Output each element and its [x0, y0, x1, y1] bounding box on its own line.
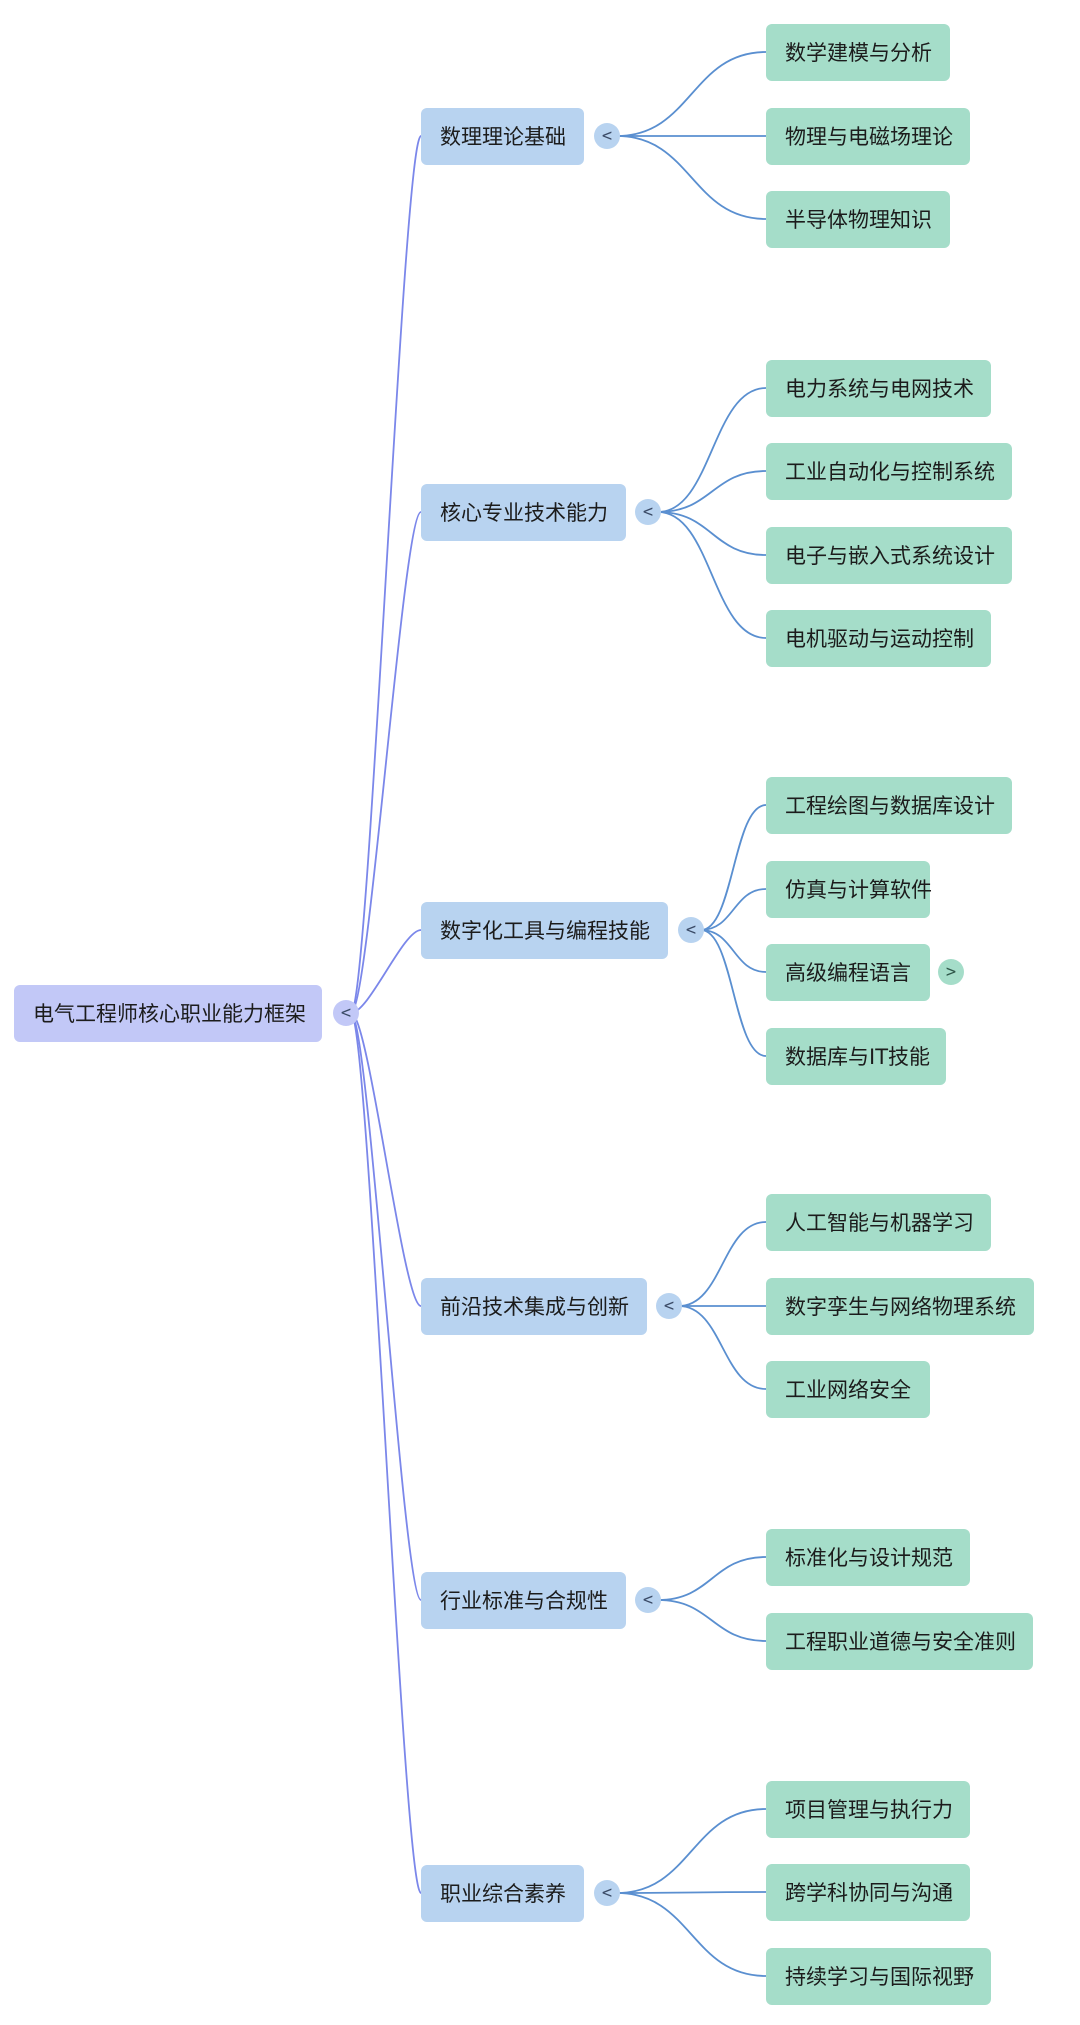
root-link-4 — [350, 1012, 422, 1307]
branch-1-leaf-2[interactable]: 物理与电磁场理论 — [766, 107, 970, 165]
branch-4-leaf-1[interactable]: 人工智能与机器学习 — [766, 1193, 991, 1251]
branch-2-leaf-4[interactable]: 电机驱动与运动控制 — [766, 609, 991, 667]
branch-collapse-toggle-6[interactable]: < — [594, 1880, 620, 1906]
branch-4-link-3 — [678, 1305, 767, 1390]
branch-5-leaf-2-label: 工程职业道德与安全准则 — [785, 1630, 1016, 1654]
branch-node-1[interactable]: 数理理论基础 — [421, 107, 584, 165]
branch-1-leaf-2-label: 物理与电磁场理论 — [785, 125, 953, 149]
root-collapse-toggle[interactable]: < — [333, 1000, 359, 1026]
branch-6-leaf-1[interactable]: 项目管理与执行力 — [766, 1780, 970, 1838]
branch-1-leaf-1[interactable]: 数学建模与分析 — [766, 23, 950, 81]
branch-4-leaf-2[interactable]: 数字孪生与网络物理系统 — [766, 1277, 1034, 1335]
branch-6-leaf-2[interactable]: 跨学科协同与沟通 — [766, 1863, 970, 1921]
branch-5-link-1 — [657, 1556, 767, 1601]
branch-2-leaf-3-label: 电子与嵌入式系统设计 — [785, 544, 995, 568]
branch-6-link-2 — [616, 1891, 767, 1894]
branch-collapse-toggle-3[interactable]: < — [678, 917, 704, 943]
branch-3-leaf-3[interactable]: 高级编程语言 — [766, 943, 930, 1001]
branch-3-leaf-3-expand-toggle[interactable]: > — [938, 959, 964, 985]
branch-3-leaf-1-label: 工程绘图与数据库设计 — [785, 794, 995, 818]
root-link-6 — [350, 1012, 422, 1894]
branch-node-2-label: 核心专业技术能力 — [440, 501, 608, 525]
branch-3-leaf-4[interactable]: 数据库与IT技能 — [766, 1027, 946, 1085]
branch-1-leaf-1-label: 数学建模与分析 — [785, 41, 932, 65]
branch-collapse-toggle-1[interactable]: < — [594, 123, 620, 149]
branch-6-link-1 — [616, 1808, 767, 1894]
branch-3-leaf-4-label: 数据库与IT技能 — [785, 1045, 931, 1069]
branch-1-link-3 — [616, 135, 767, 220]
branch-node-4-label: 前沿技术集成与创新 — [440, 1295, 629, 1319]
branch-node-5-label: 行业标准与合规性 — [440, 1589, 608, 1613]
branch-1-link-1 — [616, 51, 767, 137]
branch-3-leaf-2[interactable]: 仿真与计算软件 — [766, 860, 932, 918]
branch-2-leaf-1[interactable]: 电力系统与电网技术 — [766, 359, 991, 417]
branch-4-leaf-3[interactable]: 工业网络安全 — [766, 1360, 930, 1418]
branch-node-5[interactable]: 行业标准与合规性 — [421, 1571, 626, 1629]
branch-4-link-1 — [678, 1221, 767, 1307]
branch-3-leaf-3-label: 高级编程语言 — [785, 961, 911, 985]
branch-3-link-1 — [700, 804, 767, 931]
branch-5-leaf-2[interactable]: 工程职业道德与安全准则 — [766, 1612, 1033, 1670]
root-node[interactable]: 电气工程师核心职业能力框架 — [14, 984, 322, 1042]
branch-3-link-3 — [700, 929, 767, 973]
root-node-label: 电气工程师核心职业能力框架 — [33, 1002, 306, 1026]
branch-4-leaf-2-label: 数字孪生与网络物理系统 — [785, 1295, 1016, 1319]
branch-node-3-label: 数字化工具与编程技能 — [440, 919, 650, 943]
branch-4-leaf-1-label: 人工智能与机器学习 — [785, 1211, 974, 1235]
branch-collapse-toggle-5[interactable]: < — [635, 1587, 661, 1613]
branch-node-2[interactable]: 核心专业技术能力 — [421, 483, 626, 541]
branch-6-link-3 — [616, 1892, 767, 1977]
branch-2-link-2 — [657, 470, 767, 513]
branch-2-leaf-3[interactable]: 电子与嵌入式系统设计 — [766, 526, 1012, 584]
branch-5-leaf-1[interactable]: 标准化与设计规范 — [766, 1528, 970, 1586]
branch-3-leaf-1[interactable]: 工程绘图与数据库设计 — [766, 776, 1012, 834]
branch-6-leaf-3-label: 持续学习与国际视野 — [785, 1965, 974, 1989]
branch-2-leaf-4-label: 电机驱动与运动控制 — [785, 627, 974, 651]
branch-5-leaf-1-label: 标准化与设计规范 — [785, 1546, 953, 1570]
branch-collapse-toggle-2[interactable]: < — [635, 499, 661, 525]
branch-node-3[interactable]: 数字化工具与编程技能 — [421, 901, 668, 959]
branch-node-1-label: 数理理论基础 — [440, 125, 566, 149]
branch-6-leaf-3[interactable]: 持续学习与国际视野 — [766, 1947, 991, 2005]
root-link-2 — [350, 511, 422, 1014]
branch-2-link-1 — [657, 387, 767, 513]
branch-node-4[interactable]: 前沿技术集成与创新 — [421, 1277, 647, 1335]
branch-1-leaf-3[interactable]: 半导体物理知识 — [766, 190, 950, 248]
branch-2-leaf-2-label: 工业自动化与控制系统 — [785, 460, 995, 484]
branch-collapse-toggle-4[interactable]: < — [656, 1293, 682, 1319]
branch-3-link-4 — [700, 929, 767, 1057]
branch-6-leaf-1-label: 项目管理与执行力 — [785, 1798, 953, 1822]
branch-3-link-2 — [700, 888, 767, 931]
branch-4-leaf-3-label: 工业网络安全 — [785, 1378, 911, 1402]
root-link-1 — [350, 135, 422, 1014]
branch-2-link-3 — [657, 511, 767, 556]
branch-2-link-4 — [657, 511, 767, 639]
branch-3-leaf-2-label: 仿真与计算软件 — [785, 878, 932, 902]
root-link-5 — [350, 1012, 422, 1601]
branch-node-6-label: 职业综合素养 — [440, 1882, 566, 1906]
branch-node-6[interactable]: 职业综合素养 — [421, 1864, 584, 1922]
branch-1-leaf-3-label: 半导体物理知识 — [785, 208, 932, 232]
branch-6-leaf-2-label: 跨学科协同与沟通 — [785, 1881, 953, 1905]
branch-5-link-2 — [657, 1599, 767, 1642]
branch-2-leaf-1-label: 电力系统与电网技术 — [785, 377, 974, 401]
branch-2-leaf-2[interactable]: 工业自动化与控制系统 — [766, 442, 1012, 500]
